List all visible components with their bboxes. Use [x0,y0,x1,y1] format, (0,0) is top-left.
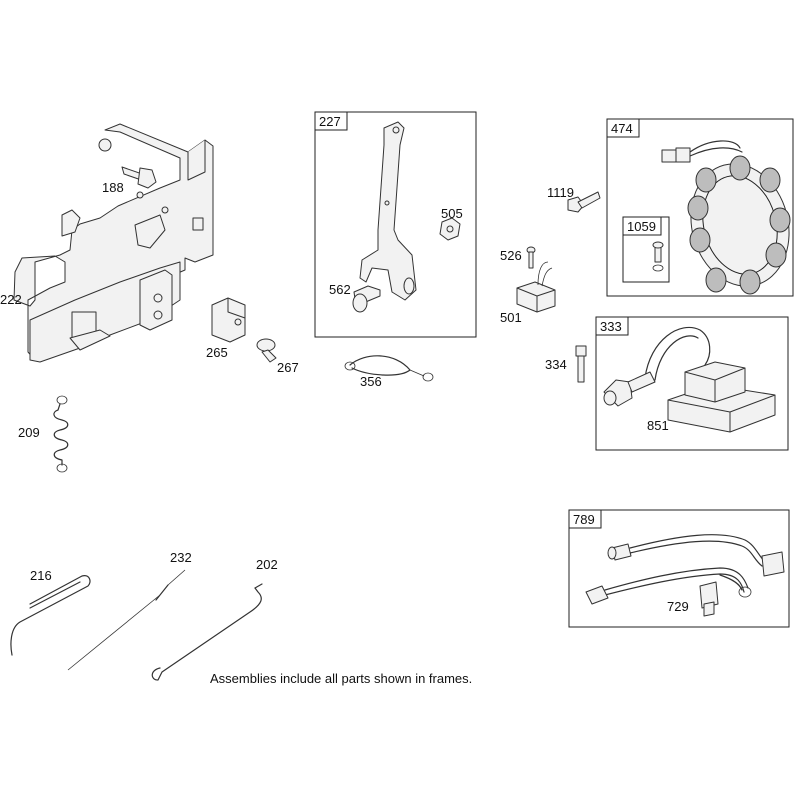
callout-526: 526 [500,248,522,263]
frame-333-label: 333 [600,319,622,334]
screw-334-part [575,345,587,383]
frame-789: 789 [568,509,790,628]
callout-202: 202 [256,557,278,572]
control-bracket-part [13,123,214,363]
callout-232: 232 [170,550,192,565]
callout-216: 216 [30,568,52,583]
callout-188: 188 [102,180,124,195]
callout-356: 356 [360,374,382,389]
callout-265: 265 [206,345,228,360]
clip-265-part [211,297,246,343]
cable-232-part [67,569,186,671]
frame-474: 474 1059 [606,118,794,297]
spring-209-part [53,395,69,473]
module-501-part [516,261,556,313]
screw-526-part [526,246,536,269]
frame-1059-label: 1059 [627,219,656,234]
screw-267-part [256,338,277,363]
callout-labels: 188 222 209 265 267 562 505 356 1119 526… [0,180,689,614]
frame-474-label: 474 [611,121,633,136]
assemblies-note: Assemblies include all parts shown in fr… [210,671,472,686]
callout-505: 505 [441,206,463,221]
callout-222: 222 [0,292,22,307]
frame-227: 227 [314,111,477,338]
screw-1119-part [567,191,601,213]
rod-216-part [10,575,91,656]
frame-789-label: 789 [573,512,595,527]
ground-wire-356-part [344,355,434,382]
callout-334: 334 [545,357,567,372]
callout-267: 267 [277,360,299,375]
screw-188-part [121,166,157,189]
frame-333: 333 [595,316,789,451]
frame-227-label: 227 [319,114,341,129]
rod-202-part [151,583,263,681]
callout-209: 209 [18,425,40,440]
callout-1119: 1119 [547,185,574,200]
callout-851: 851 [647,418,669,433]
callout-562: 562 [329,282,351,297]
callout-501: 501 [500,310,522,325]
callout-729: 729 [667,599,689,614]
